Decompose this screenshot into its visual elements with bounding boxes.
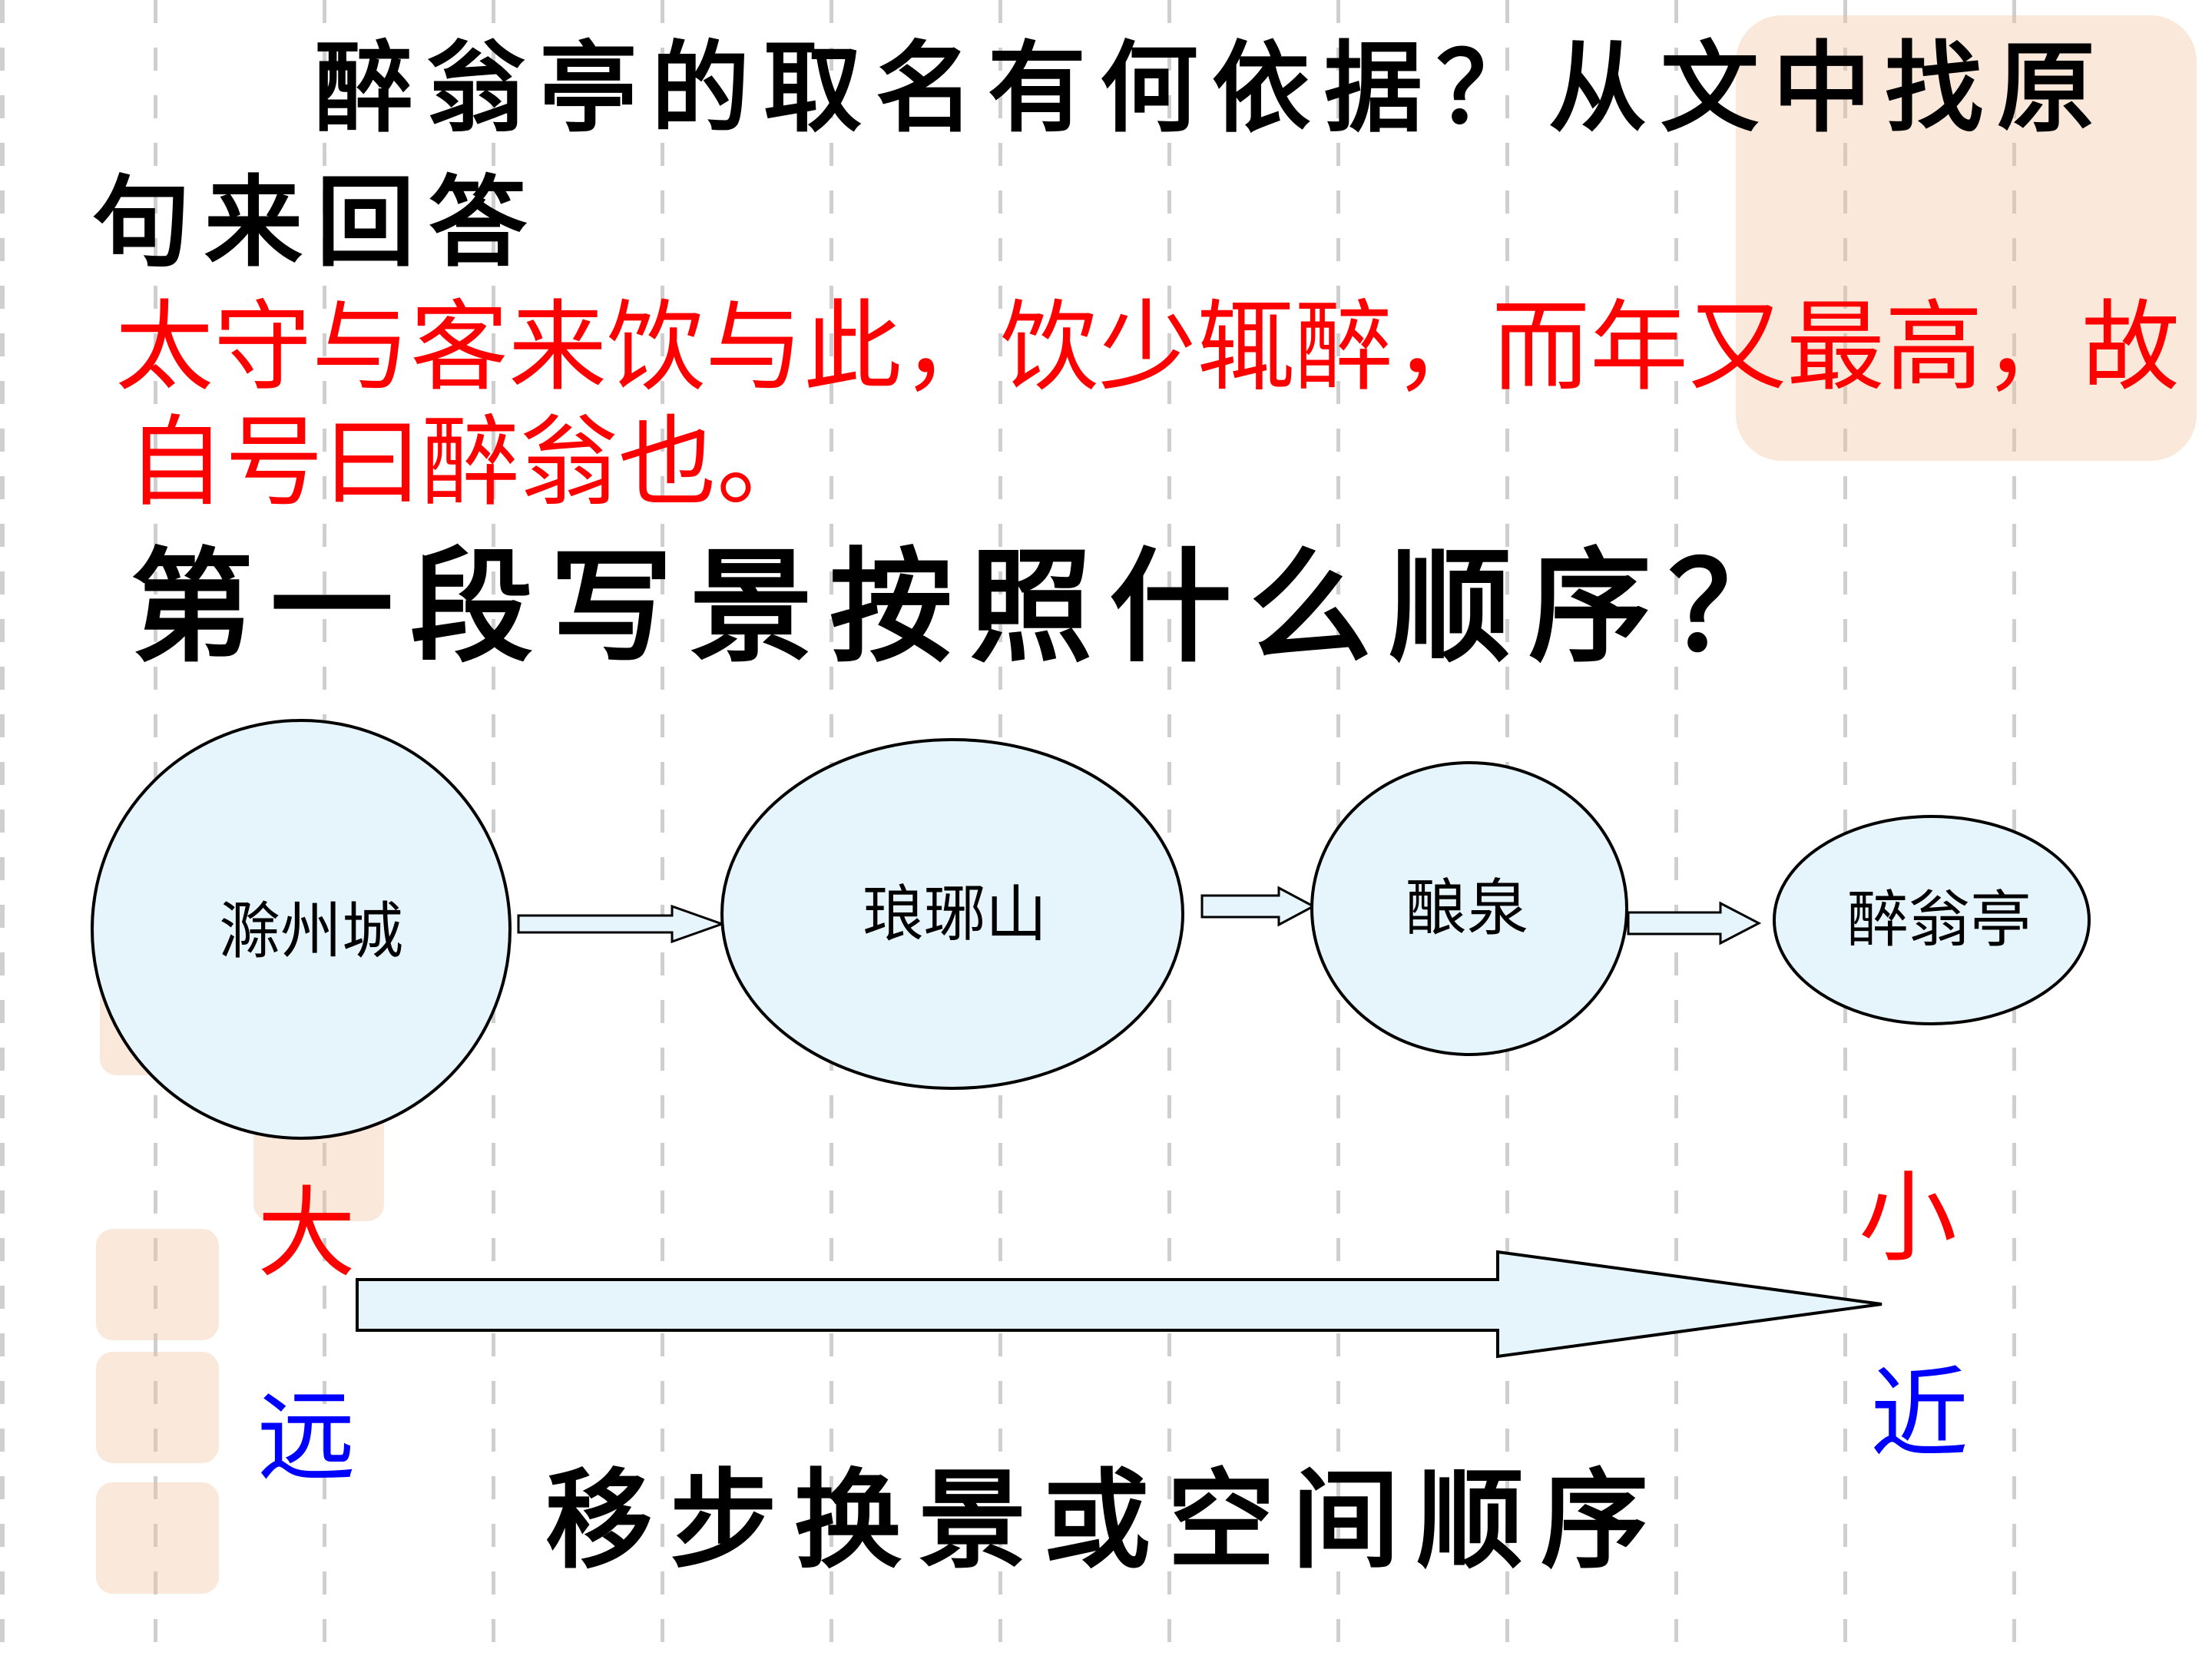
label-small: 小 [1859,1164,1957,1273]
node-ellipse [91,719,512,1140]
question-line-2: 句来回答 [92,165,541,280]
conclusion: 移步换景或空间顺序 [545,1458,1666,1584]
seal-watermark [96,1352,219,1463]
node-label-chuzhou: 滁州城 [219,897,403,965]
label-far: 远 [257,1383,356,1492]
seal-watermark [96,1482,219,1594]
node-ellipse [1310,761,1628,1056]
flow-arrow [1200,886,1316,927]
bg-rule [492,0,495,1659]
bg-rule [1674,0,1678,1659]
bg-rule [2012,0,2016,1659]
label-big: 大 [257,1180,356,1289]
node-label-zuiwengting: 醉翁亭 [1847,886,2032,954]
seal-watermark [96,1229,219,1340]
node-ellipse [720,738,1184,1090]
answer-line-1: 太守与客来饮与此，饮少辄醉，而年又最高，故 [115,293,2181,402]
node-label-langya: 琅琊山 [863,880,1047,949]
label-near: 近 [1870,1360,1969,1469]
direction-arrow [356,1250,1883,1359]
bg-rule [661,0,664,1659]
answer-line-2: 自号曰醉翁也。 [127,408,816,518]
bg-rule [1843,0,1847,1659]
flow-arrow [1627,901,1762,945]
node-ellipse [1773,815,2091,1025]
bg-rule [1167,0,1171,1659]
seal-watermark [1736,15,2197,461]
node-label-niangquan: 酿泉 [1406,874,1528,942]
question-2: 第一段写景按照什么顺序？ [131,535,1809,679]
flow-arrow [517,904,726,944]
question-line-1: 醉翁亭的取名有何依据？从文中找原 [315,31,2110,146]
